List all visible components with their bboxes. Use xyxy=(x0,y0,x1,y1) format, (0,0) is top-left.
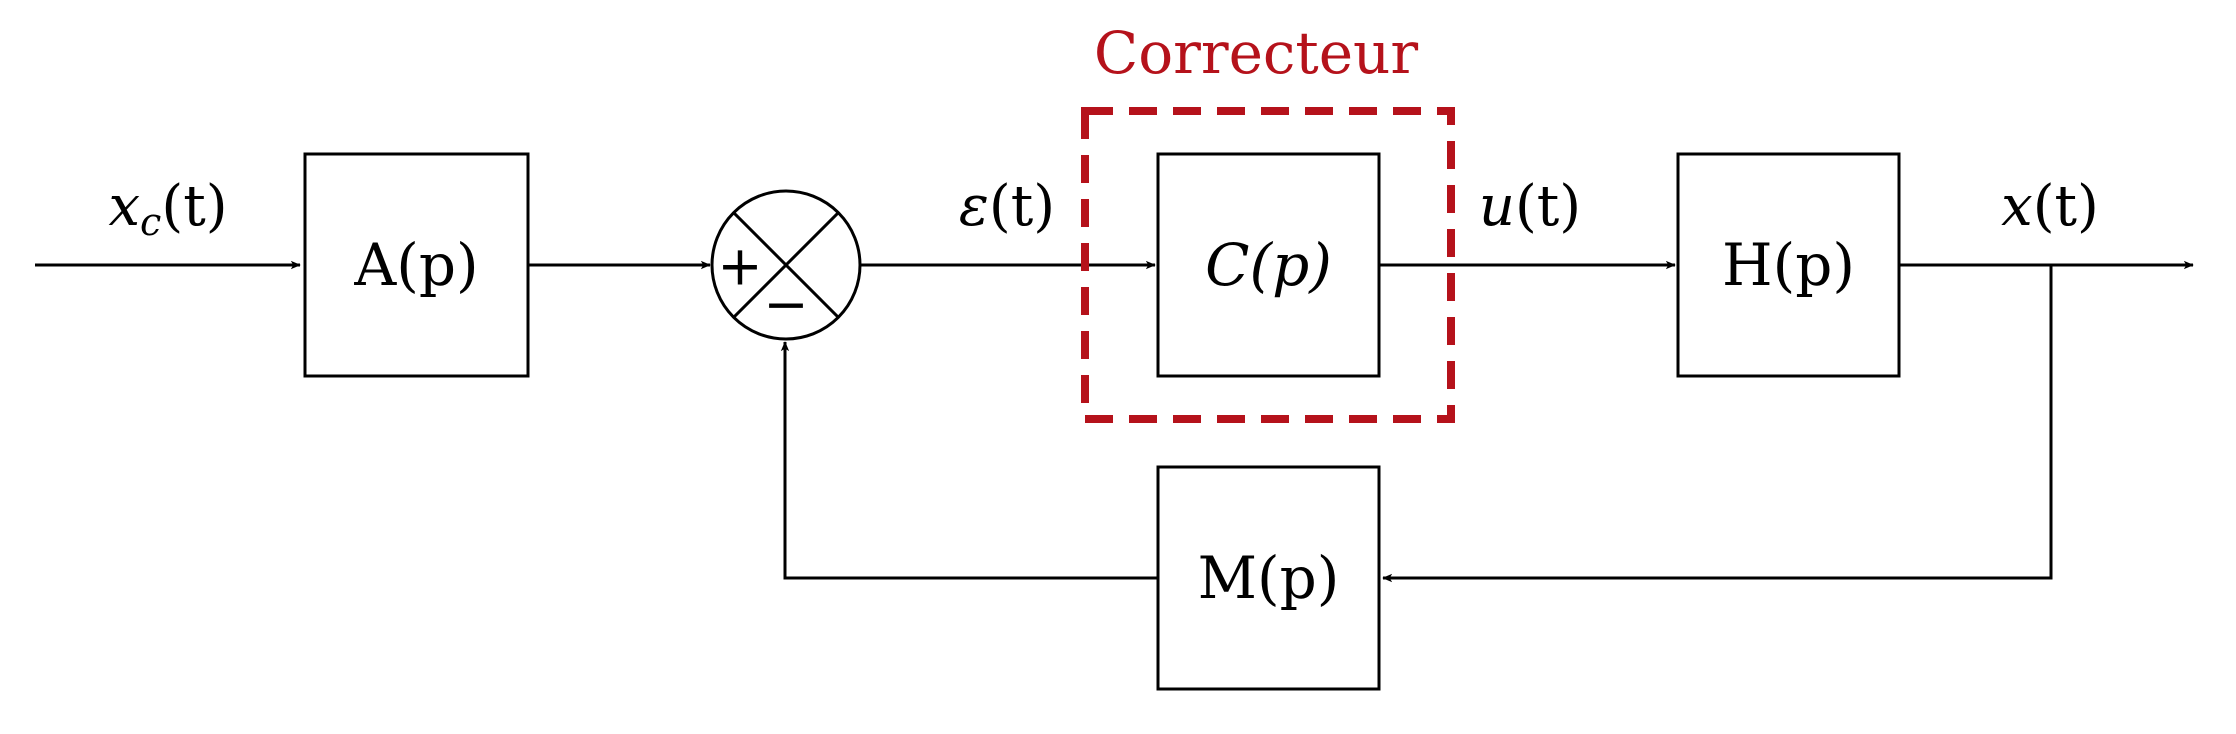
feedback-path-to-m xyxy=(1382,265,2053,583)
minus-sign: − xyxy=(763,273,808,336)
input-signal-label: xc(t) xyxy=(108,174,227,244)
error-signal-label: ε(t) xyxy=(959,174,1055,239)
block-a: A(p) xyxy=(303,152,530,378)
plus-sign: + xyxy=(717,235,762,298)
block-a-label: A(p) xyxy=(353,231,478,299)
summing-junction: + − xyxy=(710,189,862,341)
block-m: M(p) xyxy=(1156,465,1381,691)
block-c: C(p) xyxy=(1156,152,1381,378)
block-h: H(p) xyxy=(1676,152,1901,378)
command-signal-label: u(t) xyxy=(1479,174,1581,239)
corrector-frame xyxy=(1081,107,1455,423)
block-m-label: M(p) xyxy=(1198,544,1340,612)
block-h-label: H(p) xyxy=(1722,231,1855,299)
corrector-label: Correcteur xyxy=(1094,19,1419,87)
feedback-path-to-sum xyxy=(780,341,1158,580)
output-signal-label: x(t) xyxy=(2001,174,2099,239)
block-c-label: C(p) xyxy=(1205,231,1332,299)
